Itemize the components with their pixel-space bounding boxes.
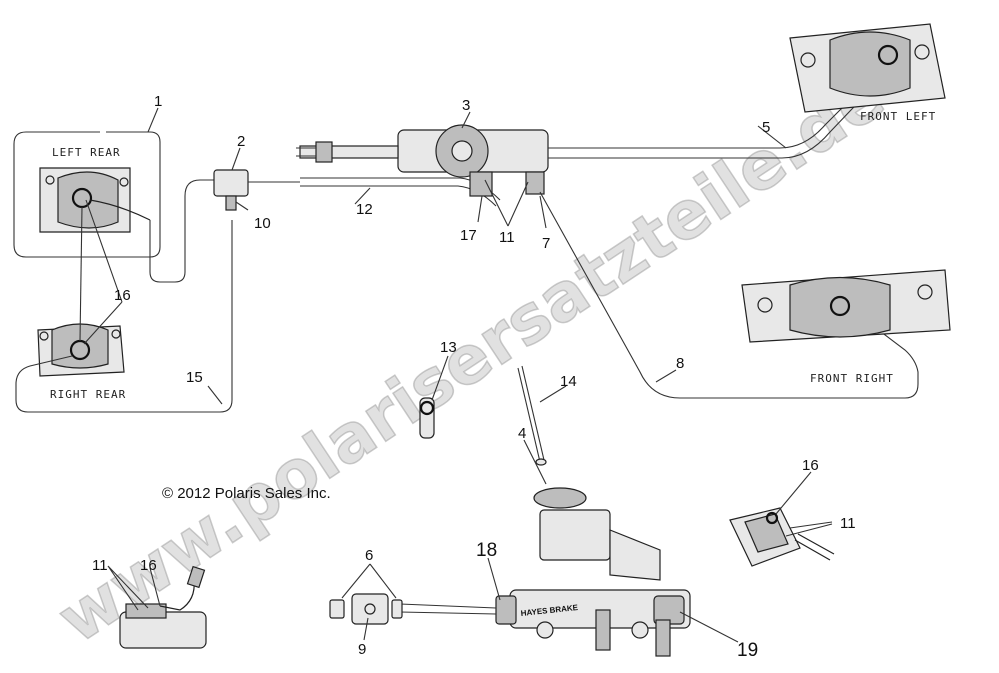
left-rear-caliper — [39, 167, 151, 233]
part-number-19: 19 — [737, 640, 758, 661]
part-number-11-front: 11 — [840, 515, 856, 532]
leader-lines — [83, 107, 833, 643]
part-number-18: 18 — [476, 540, 497, 561]
part-number-6: 6 — [365, 547, 373, 564]
part-number-1: 1 — [154, 93, 162, 110]
proportioning-valve-assembly — [296, 124, 549, 197]
part-number-10: 10 — [254, 215, 271, 232]
part-number-2: 2 — [237, 133, 245, 150]
part-number-15: 15 — [186, 369, 203, 386]
brake-line-5 — [548, 81, 873, 159]
part-number-16-front: 16 — [802, 457, 819, 474]
brake-line-8 — [539, 191, 919, 399]
part-number-8: 8 — [676, 355, 684, 372]
part-number-11-rear: 11 — [92, 557, 108, 574]
copyright-notice: © 2012 Polaris Sales Inc. — [162, 485, 331, 502]
pushrod — [517, 365, 547, 466]
part-number-5: 5 — [762, 119, 770, 136]
brake-line-1 — [13, 131, 161, 258]
reservoir-cap — [533, 487, 587, 509]
right-rear-caliper — [37, 323, 125, 377]
front-right-crush-washer — [829, 295, 851, 317]
brake-line-15 — [15, 220, 233, 413]
part-number-14: 14 — [560, 373, 577, 390]
part-number-7: 7 — [542, 235, 550, 252]
front-left-caliper — [789, 23, 946, 113]
part-number-9: 9 — [358, 641, 366, 658]
part-number-12: 12 — [356, 201, 373, 218]
master-cylinder: HAYES BRAKE — [399, 487, 691, 657]
front-right-caliper — [741, 269, 951, 343]
part-number-16-rear: 16 — [114, 287, 131, 304]
junction-block — [213, 169, 300, 211]
hose-clip — [419, 397, 435, 439]
part-number-3: 3 — [462, 97, 470, 114]
part-number-11-valve: 11 — [499, 229, 515, 246]
front-caliper-detail — [729, 507, 835, 567]
part-number-4: 4 — [518, 425, 526, 442]
part-number-16-detail: 16 — [140, 557, 157, 574]
right-rear-label: RIGHT REAR — [50, 388, 126, 401]
left-rear-label: LEFT REAR — [52, 146, 121, 159]
front-left-crush-washer — [877, 44, 899, 66]
clevis-assembly — [329, 593, 403, 625]
part-number-17: 17 — [460, 227, 477, 244]
front-right-label: FRONT RIGHT — [810, 372, 894, 385]
front-left-label: FRONT LEFT — [860, 110, 936, 123]
part-number-13: 13 — [440, 339, 457, 356]
